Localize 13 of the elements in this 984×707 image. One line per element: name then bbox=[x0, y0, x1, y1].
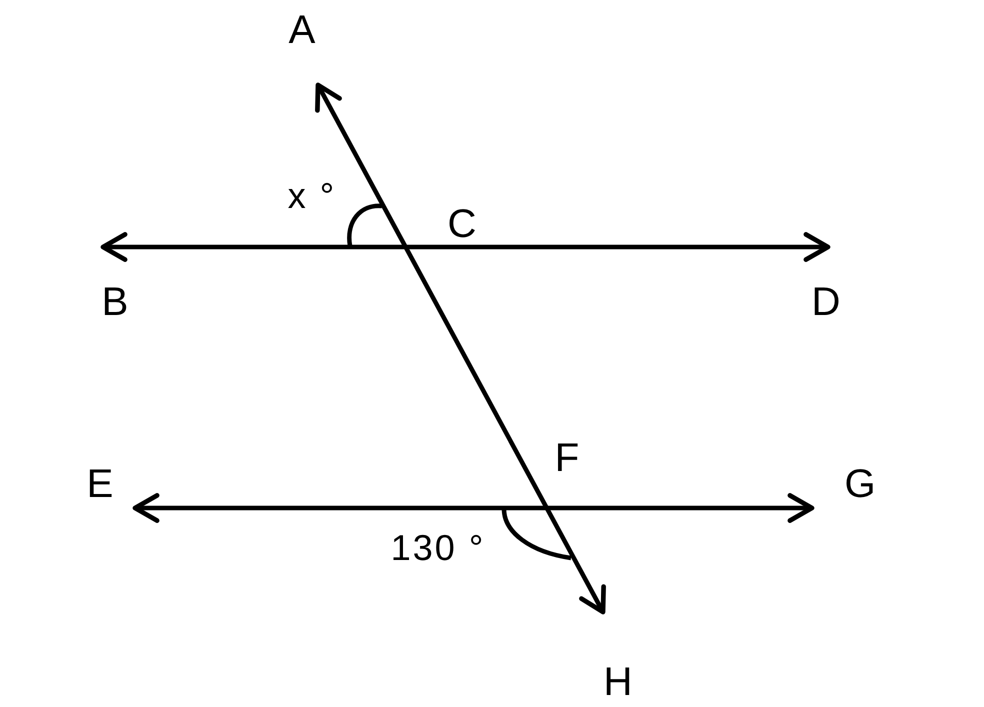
angle-label: x ° bbox=[288, 178, 336, 214]
angle-label: 130 ° bbox=[390, 530, 486, 566]
line-arrow bbox=[315, 82, 606, 614]
point-label: F bbox=[554, 438, 580, 478]
point-label: H bbox=[604, 662, 632, 702]
point-label: A bbox=[288, 10, 316, 50]
point-label: D bbox=[812, 282, 840, 322]
point-label: G bbox=[844, 464, 876, 504]
point-label: B bbox=[102, 282, 128, 322]
point-label: E bbox=[86, 464, 114, 504]
line-arrow bbox=[132, 493, 814, 523]
line-arrow bbox=[100, 232, 830, 262]
point-label: C bbox=[448, 204, 476, 244]
